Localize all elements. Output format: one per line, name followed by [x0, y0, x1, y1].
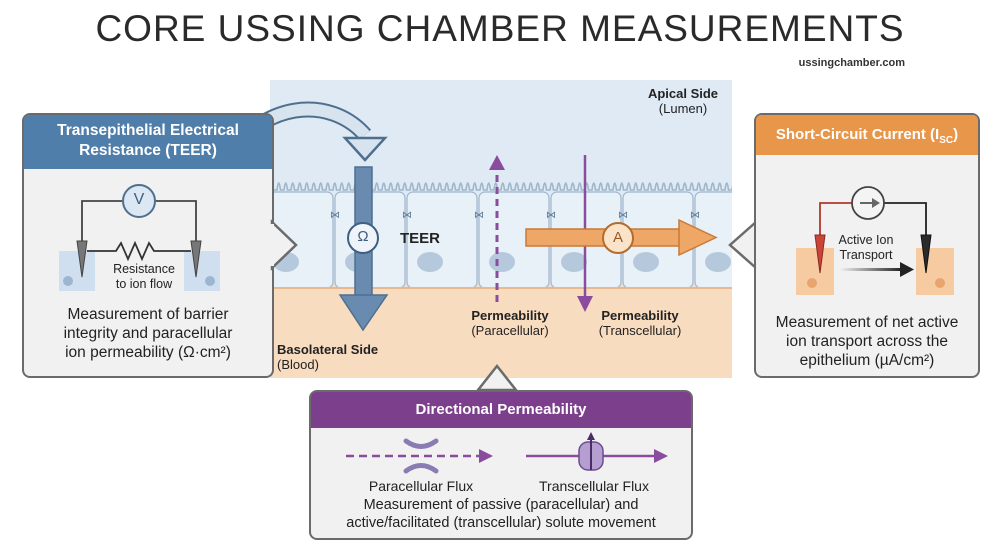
voltmeter-icon: [122, 184, 156, 218]
teer-curved-arrowhead: [342, 136, 388, 162]
permeability-description: Measurement of passive (paracellular) an…: [311, 496, 691, 532]
tight-junction: ⋈: [402, 210, 412, 221]
ammeter-symbol: A: [612, 229, 623, 246]
transcellular-label: Permeability (Transcellular): [585, 308, 695, 338]
flux-icons: [346, 432, 668, 474]
ammeter-icon: [602, 222, 634, 254]
transcellular-arrowhead: [577, 296, 593, 312]
active-transport-arrow: [840, 268, 902, 271]
paracellular-flux-label: Paracellular Flux: [368, 478, 474, 494]
basolateral-title: Basolateral Side: [277, 342, 379, 357]
right-cell: [916, 248, 954, 295]
ohm-symbol: Ω: [357, 228, 369, 245]
teer-title-line1: Transepithelial Electrical: [57, 122, 239, 139]
isc-panel-header: Short-Circuit Current (ISC): [756, 115, 978, 155]
ohm-meter-icon: [347, 222, 379, 254]
teer-circuit-diagram: [59, 184, 220, 291]
teer-down-arrowhead: [338, 294, 389, 332]
resistor-label: Resistance to ion flow: [94, 262, 194, 292]
isc-arrowhead: [678, 218, 718, 257]
tight-junction: ⋈: [690, 210, 700, 221]
cell-nucleus: [273, 252, 299, 272]
transcellular-title: Permeability: [601, 308, 679, 323]
right-well: [184, 251, 220, 291]
left-cell: [796, 248, 834, 295]
microvilli: [270, 182, 732, 191]
black-electrode: [920, 234, 932, 274]
isc-desc-line2: ion transport across the: [786, 333, 948, 350]
isc-panel: Short-Circuit Current (ISC) Active Ion T…: [754, 113, 980, 378]
permeability-panel: Directional Permeability Paracellular Fl…: [309, 390, 693, 540]
transcellular-flux-label: Transcellular Flux: [539, 478, 649, 494]
red-electrode: [814, 234, 826, 274]
basolateral-sub: (Blood): [277, 357, 319, 372]
tight-junction: ⋈: [330, 210, 340, 221]
teer-panel: Transepithelial Electrical Resistance (T…: [22, 113, 274, 378]
isc-title-sub: SC: [939, 135, 954, 146]
teer-title-line2: Resistance (TEER): [79, 142, 217, 159]
paracellular-arrowhead: [489, 155, 505, 170]
cell-nucleus: [633, 252, 659, 272]
page-title: CORE USSING CHAMBER MEASUREMENTS: [95, 8, 905, 49]
transport-line1: Active Ion: [838, 233, 894, 247]
permeability-panel-header: Directional Permeability: [311, 392, 691, 428]
perm-desc-line2: active/facilitated (transcellular) solut…: [346, 515, 656, 531]
paracellular-title: Permeability: [471, 308, 549, 323]
transcellular-sub: (Transcellular): [598, 323, 682, 338]
teer-panel-header: Transepithelial Electrical Resistance (T…: [24, 115, 272, 169]
teer-description: Measurement of barrier integrity and par…: [24, 305, 272, 362]
paracellular-sub: (Paracellular): [471, 323, 549, 338]
apical-label: Apical Side (Lumen): [628, 86, 738, 116]
apical-sub: (Lumen): [658, 101, 708, 116]
transport-line2: Transport: [839, 248, 893, 262]
teer-desc-line3: ion permeability (Ω·cm²): [65, 344, 231, 361]
isc-desc-line1: Measurement of net active: [775, 314, 959, 331]
isc-description: Measurement of net active ion transport …: [756, 313, 978, 370]
cell-nucleus: [561, 252, 587, 272]
isc-title: Short-Circuit Current (I: [775, 126, 940, 143]
isc-circuit-diagram: [796, 186, 954, 295]
site-url: ussingchamber.com: [798, 57, 905, 69]
isc-desc-line3: epithelium (µA/cm²): [799, 352, 935, 369]
cell-nucleus: [417, 252, 443, 272]
tight-junction: ⋈: [618, 210, 628, 221]
teer-center-label: TEER: [400, 230, 441, 247]
paracellular-label: Permeability (Paracellular): [455, 308, 565, 338]
perm-desc-line1: Measurement of passive (paracellular) an…: [363, 497, 639, 513]
basolateral-label: Basolateral Side (Blood): [277, 342, 378, 372]
resistor-icon: [87, 240, 191, 262]
left-electrode: [76, 240, 88, 278]
resistor-label-line1: Resistance: [113, 262, 175, 276]
tight-junction-icon: [403, 438, 439, 474]
right-electrode: [190, 240, 202, 278]
tight-junction: ⋈: [546, 210, 556, 221]
cell-nucleus: [489, 252, 515, 272]
cell-nucleus: [705, 252, 731, 272]
left-well: [59, 251, 95, 291]
voltmeter-symbol: V: [133, 191, 145, 208]
apical-title: Apical Side: [647, 86, 719, 101]
resistor-label-line2: to ion flow: [115, 277, 173, 291]
tight-junction: ⋈: [474, 210, 484, 221]
active-transport-label: Active Ion Transport: [826, 233, 906, 263]
teer-desc-line2: integrity and paracellular: [63, 325, 233, 342]
isc-title-end: ): [953, 126, 959, 143]
teer-desc-line1: Measurement of barrier: [67, 306, 229, 323]
